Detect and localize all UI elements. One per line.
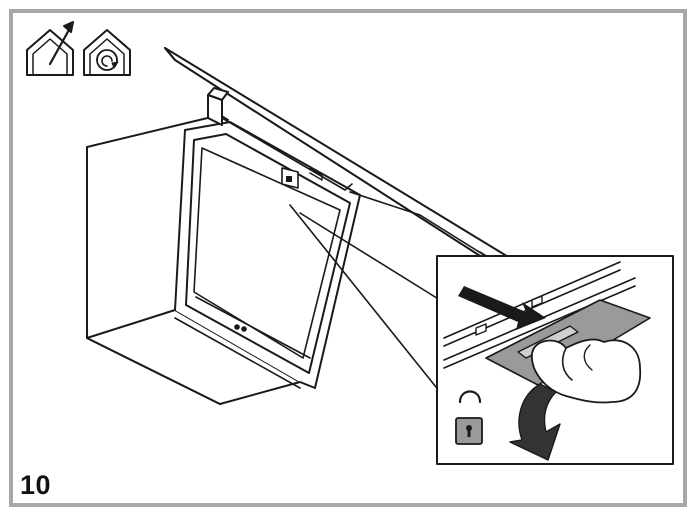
callout-leaders <box>289 204 441 393</box>
padlock-open-icon <box>455 390 483 445</box>
illustration-frame <box>9 9 687 507</box>
detail-inset <box>436 255 674 465</box>
recirculation-mode-icon <box>83 29 131 76</box>
ducted-mode-icon <box>26 21 74 76</box>
step-number: 10 <box>20 470 52 500</box>
hood-body <box>86 114 361 405</box>
